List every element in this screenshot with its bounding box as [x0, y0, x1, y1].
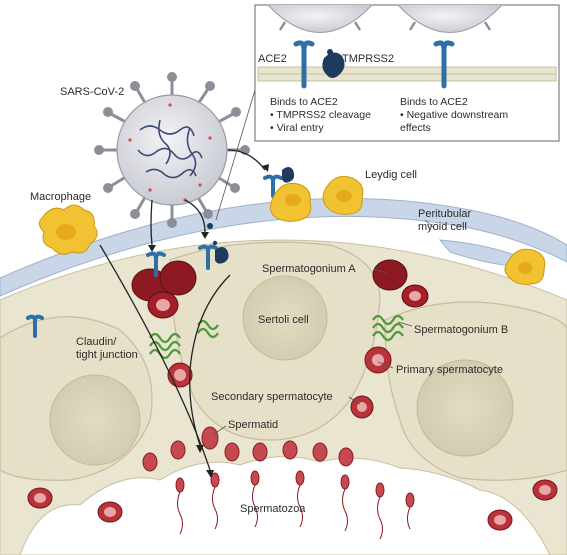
spermatogonium-a-label: Spermatogonium A — [262, 263, 356, 275]
peritubular-label-2: myoid cell — [418, 221, 467, 233]
tmprss2-icon — [212, 167, 295, 264]
secondary-spermatocyte-label: Secondary spermatocyte — [211, 391, 333, 403]
spermatogonium-b-label: Spermatogonium B — [414, 324, 508, 336]
inset-right-line-2: • Negative downstream — [400, 109, 508, 121]
sertoli-nucleus-left — [49, 374, 141, 466]
spermatid-label: Spermatid — [228, 419, 278, 431]
virus-label: SARS-CoV-2 — [60, 86, 124, 98]
inset-left-line-2: • TMPRSS2 cleavage — [270, 109, 371, 121]
spermatozoa-group — [175, 470, 415, 540]
inset-right-line-3: effects — [400, 122, 431, 134]
sertoli-nucleus-right — [416, 359, 514, 457]
peritubular-label-1: Peritubular — [418, 208, 472, 220]
claudin-label-2: tight junction — [76, 349, 138, 361]
ace2-receptor-icons — [26, 174, 283, 338]
virion-small-icon — [207, 223, 213, 229]
spermatocytes-group — [167, 346, 392, 419]
claudin-tight-junction-icon — [149, 314, 404, 360]
tmprss2-label: TMPRSS2 — [342, 53, 394, 65]
inset-left-line-1: Binds to ACE2 — [270, 96, 338, 108]
sarscov2-virion-icon — [94, 72, 250, 228]
spermatogonia-group — [131, 259, 429, 319]
sertoli-label: Sertoli cell — [258, 314, 309, 326]
macrophage-label: Macrophage — [30, 191, 91, 203]
spermatozoa-label: Spermatozoa — [240, 503, 306, 515]
inset-right-line-1: Binds to ACE2 — [400, 96, 468, 108]
receptor-inset-panel — [254, 4, 560, 142]
leydig-label: Leydig cell — [365, 169, 417, 181]
primary-spermatocyte-label: Primary spermatocyte — [396, 364, 503, 376]
peripheral-germ-cells — [27, 479, 558, 531]
sertoli-nucleus-center — [242, 275, 328, 361]
claudin-label-1: Claudin/ — [76, 336, 117, 348]
inset-left-line-3: • Viral entry — [270, 122, 324, 134]
ace2-label: ACE2 — [258, 53, 287, 65]
spermatid-group — [142, 426, 354, 472]
